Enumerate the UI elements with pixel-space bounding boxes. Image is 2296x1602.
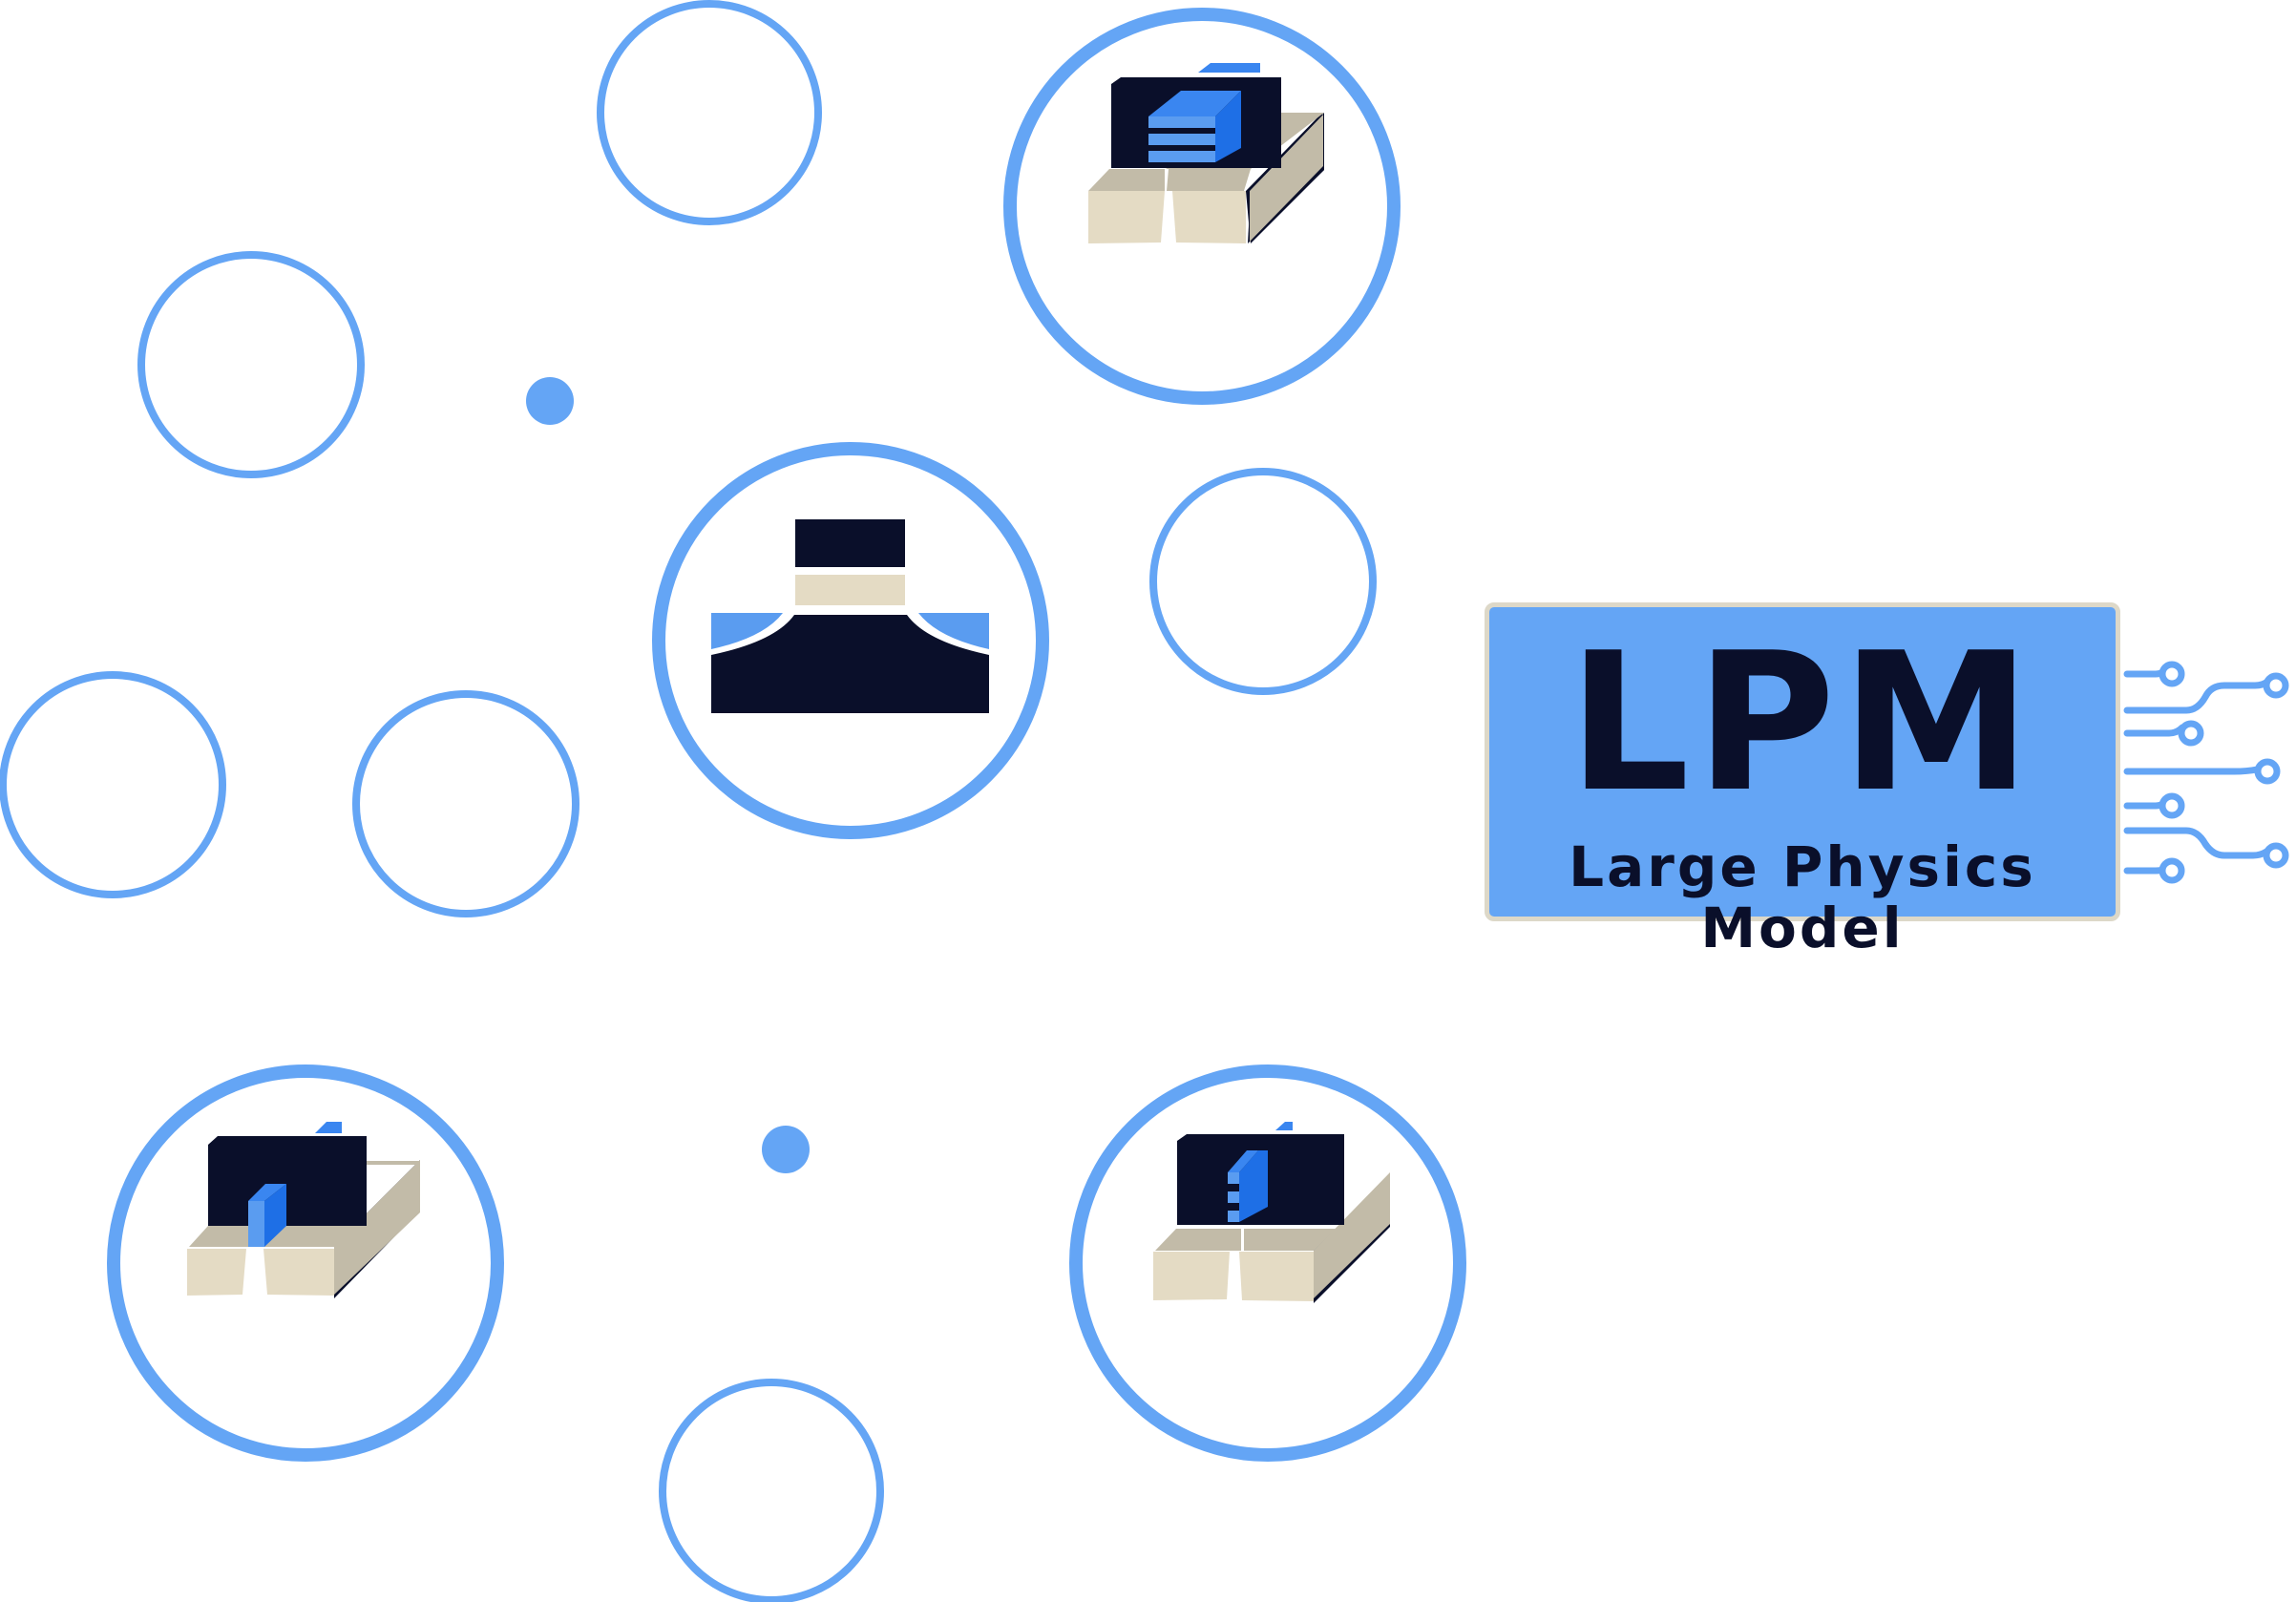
- empty-bubble: [1149, 468, 1377, 695]
- bubble-planar: [652, 442, 1049, 839]
- small-dot: [762, 1126, 810, 1173]
- small-dot: [526, 377, 574, 425]
- planar-transistor-icon: [711, 519, 989, 713]
- lpm-title: LPM: [1568, 612, 2037, 834]
- circuit-traces-icon: [2123, 666, 2271, 875]
- circuit-nodes: [2159, 661, 2289, 884]
- bubble-finfet: [107, 1064, 504, 1462]
- empty-bubbles: [0, 0, 1377, 1602]
- bubble-nanosheet: [1003, 8, 1401, 405]
- lpm-subtitle: Large Physics Model: [1569, 834, 2036, 960]
- empty-bubble: [352, 690, 579, 917]
- finfet-icon: [187, 1122, 420, 1298]
- empty-bubble: [597, 0, 822, 225]
- bubble-vertical-stack: [1069, 1064, 1466, 1462]
- lpm-box: LPM Large Physics Model: [1485, 602, 2120, 959]
- empty-bubble: [137, 251, 365, 478]
- empty-bubble: [659, 1379, 884, 1602]
- nanosheet-gaa-icon: [1088, 63, 1324, 243]
- vertical-stack-gaa-icon: [1153, 1122, 1390, 1303]
- empty-bubble: [0, 671, 226, 898]
- device-bubbles: [107, 8, 1466, 1462]
